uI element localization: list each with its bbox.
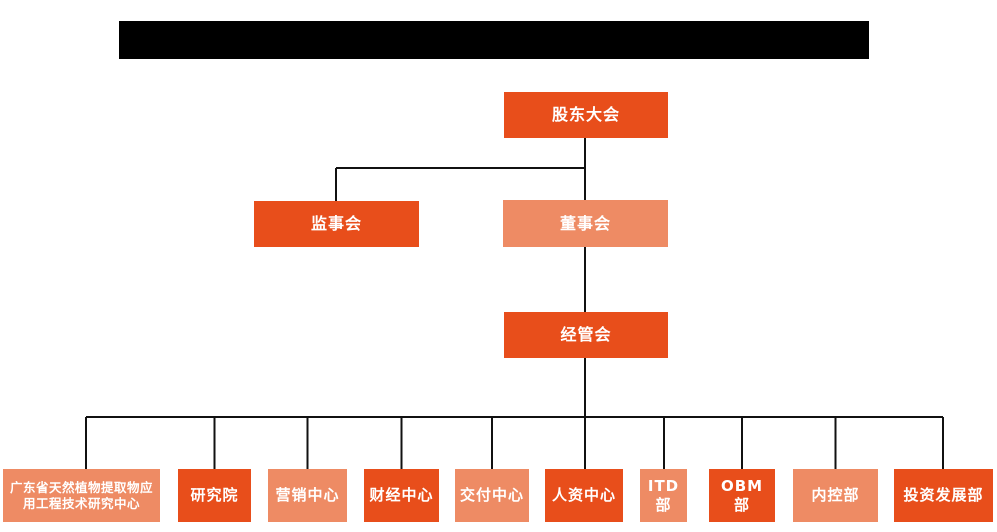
org-node-research-institute: 研究院 — [178, 469, 251, 522]
org-node-label: 交付中心 — [459, 486, 524, 505]
org-node-management-committee: 经管会 — [504, 312, 668, 358]
org-node-obm-department: OBM部 — [709, 469, 775, 522]
org-node-delivery-center: 交付中心 — [455, 469, 529, 522]
org-node-shareholders-meeting: 股东大会 — [504, 92, 668, 138]
org-node-investment-development-department: 投资发展部 — [894, 469, 993, 522]
org-node-label: 研究院 — [190, 486, 239, 505]
org-node-label: 股东大会 — [551, 105, 620, 124]
org-node-supervisory-board: 监事会 — [254, 201, 419, 247]
redacted-title-bar — [119, 21, 869, 59]
org-node-label: 内控部 — [811, 486, 860, 505]
org-node-label: 广东省天然植物提取物应用工程技术研究中心 — [9, 479, 153, 511]
org-node-research-center: 广东省天然植物提取物应用工程技术研究中心 — [3, 469, 160, 522]
org-node-label: 董事会 — [559, 213, 611, 233]
org-node-marketing-center: 营销中心 — [268, 469, 347, 522]
org-node-label: 投资发展部 — [903, 486, 984, 505]
org-node-itd-department: ITD部 — [640, 469, 687, 522]
org-node-hr-center: 人资中心 — [545, 469, 623, 522]
org-node-label: OBM部 — [720, 476, 764, 514]
org-node-label: 经管会 — [560, 325, 612, 344]
org-node-finance-center: 财经中心 — [364, 469, 439, 522]
org-node-label: 监事会 — [310, 214, 362, 233]
org-node-label: 财经中心 — [369, 486, 434, 505]
org-node-label: 营销中心 — [275, 486, 340, 505]
org-node-board-of-directors: 董事会 — [503, 200, 668, 247]
org-node-internal-control-department: 内控部 — [793, 469, 878, 522]
org-node-label: 人资中心 — [551, 486, 616, 505]
org-node-label: ITD部 — [647, 476, 680, 514]
